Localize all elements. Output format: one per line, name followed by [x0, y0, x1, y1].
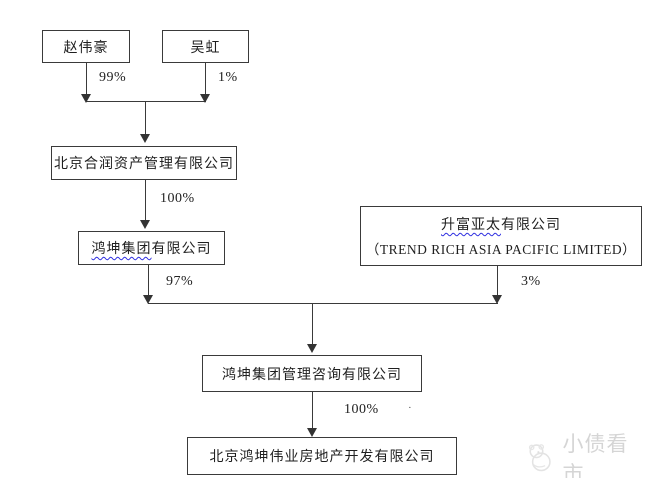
watermark-text: 小债看市: [562, 433, 629, 478]
connector-consulting-down: [312, 392, 313, 428]
ownership-label-consulting: 100%: [344, 402, 379, 417]
watermark: 小债看市: [524, 428, 647, 478]
node-label: 鸿坤集团管理咨询有限公司: [222, 367, 402, 383]
connector-merge-down: [145, 101, 146, 134]
node-hongkun-group: 鸿坤集团有限公司: [78, 231, 225, 265]
connector-zhao-down: [86, 63, 87, 95]
panda-logo-icon: [528, 444, 551, 472]
node-label: 北京合润资产管理有限公司: [54, 157, 234, 172]
node-shareholder-wuhong: 吴虹: [162, 30, 249, 63]
node-label-rest: 有限公司: [501, 218, 561, 233]
node-label-marked: 升富亚太: [441, 218, 501, 233]
ownership-label-zhao: 99%: [99, 70, 127, 85]
connector-merge-bar: [86, 101, 206, 102]
node-label: 赵伟豪: [63, 40, 109, 56]
node-label-en: （TREND RICH ASIA PACIFIC LIMITED）: [365, 242, 637, 257]
node-label: 鸿坤集团有限公司: [92, 238, 212, 258]
connector-merge-down-2: [312, 303, 313, 344]
connector-herun-down: [145, 180, 146, 220]
stray-mark: ·: [408, 402, 412, 414]
node-label-marked: 鸿坤集团: [91, 242, 152, 257]
node-hongkun-weiye: 北京鸿坤伟业房地产开发有限公司: [187, 437, 457, 475]
arrow-down-icon: [307, 344, 317, 353]
node-trend-rich-asia: 升富亚太有限公司 （TREND RICH ASIA PACIFIC LIMITE…: [360, 206, 642, 266]
arrow-down-icon: [307, 428, 317, 437]
node-shareholder-zhaoweihao: 赵伟豪: [42, 30, 130, 63]
arrow-down-icon: [492, 295, 502, 304]
ownership-label-wu: 1%: [218, 70, 238, 85]
connector-merge-bar-2: [148, 303, 498, 304]
node-label-rest: 有限公司: [151, 242, 212, 257]
arrow-down-icon: [143, 295, 153, 304]
arrow-down-icon: [140, 134, 150, 143]
arrow-down-icon: [81, 94, 91, 103]
node-label: 北京鸿坤伟业房地产开发有限公司: [209, 450, 435, 465]
connector-wu-down: [205, 63, 206, 95]
node-label-cn: 升富亚太有限公司: [441, 214, 561, 234]
ownership-label-group: 97%: [166, 274, 194, 289]
connector-group-down: [148, 265, 149, 296]
ownership-label-trend: 3%: [521, 274, 541, 289]
arrow-down-icon: [140, 220, 150, 229]
node-beijing-herun: 北京合润资产管理有限公司: [51, 146, 237, 180]
ownership-label-herun: 100%: [160, 191, 195, 206]
node-label: 吴虹: [190, 40, 221, 56]
arrow-down-icon: [200, 94, 210, 103]
connector-trend-down: [497, 266, 498, 296]
node-hongkun-consulting: 鸿坤集团管理咨询有限公司: [202, 355, 422, 392]
